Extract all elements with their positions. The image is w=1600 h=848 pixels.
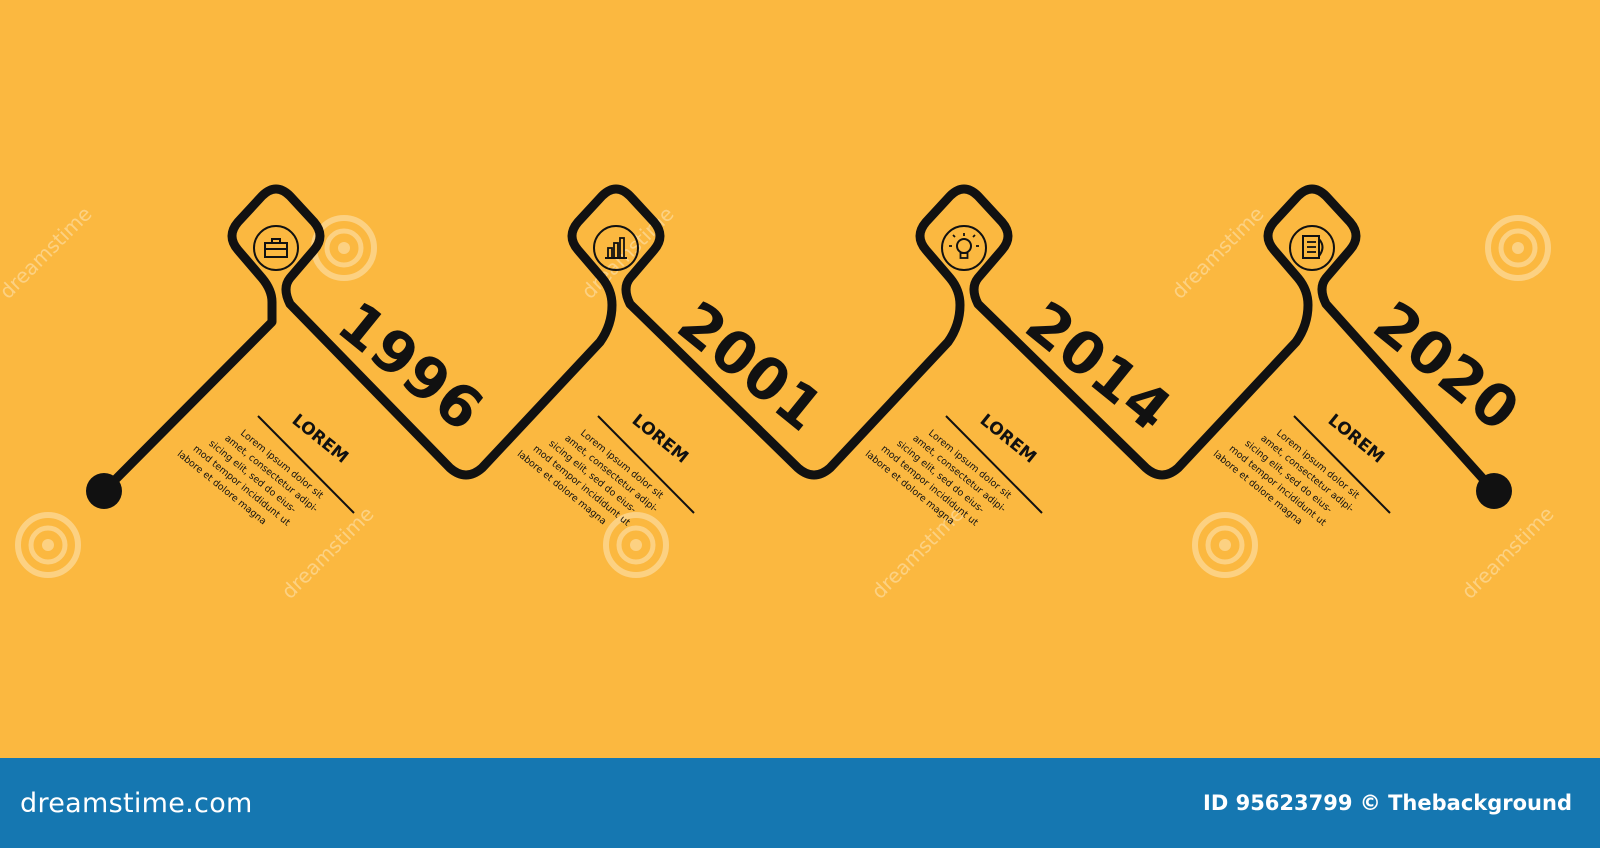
footer-image-id: ID 95623799 © Thebackground (1203, 791, 1572, 815)
icon-badge (253, 225, 299, 271)
timeline-end-dot (1476, 473, 1512, 509)
watermark-spiral (1192, 512, 1258, 578)
timeline-graphic: dreamstime dreamstime dreamstime dreamst… (0, 0, 1600, 758)
briefcase-icon (264, 238, 288, 258)
footer-bar: dreamstime.com ID 95623799 © Thebackgrou… (0, 758, 1600, 848)
light-bulb-icon (949, 233, 979, 259)
document-icon (1302, 235, 1324, 259)
divider-line (1293, 415, 1391, 514)
watermark-spiral (603, 512, 669, 578)
divider-line (597, 415, 695, 514)
infographic-canvas: dreamstime dreamstime dreamstime dreamst… (0, 0, 1600, 758)
divider-line (945, 415, 1043, 514)
bar-chart-icon (605, 237, 627, 259)
icon-badge (593, 225, 639, 271)
divider-line (257, 415, 355, 514)
watermark-spiral (15, 512, 81, 578)
watermark-spiral (1485, 215, 1551, 281)
footer-logo[interactable]: dreamstime.com (20, 787, 253, 819)
icon-badge (941, 225, 987, 271)
timeline-start-dot (86, 473, 122, 509)
icon-badge (1289, 225, 1335, 271)
background (0, 0, 1600, 758)
timeline-path (99, 184, 1499, 496)
